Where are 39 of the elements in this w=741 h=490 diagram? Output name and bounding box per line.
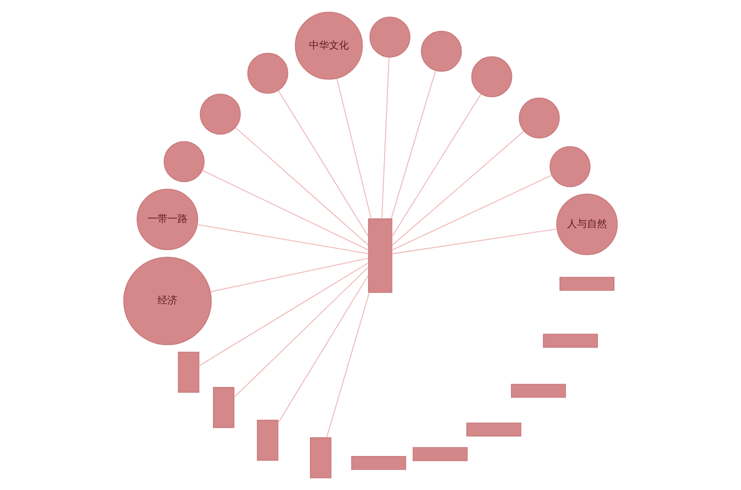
- connector: [391, 228, 558, 254]
- connector: [391, 130, 524, 246]
- connector: [392, 174, 552, 251]
- connector: [235, 127, 369, 246]
- node-circle: [471, 56, 512, 98]
- node-box: [178, 352, 200, 393]
- node-box: [212, 386, 234, 428]
- node-circle: [247, 52, 288, 94]
- node-circle: 人与自然: [556, 194, 618, 256]
- node-circle: [518, 97, 560, 138]
- connector: [210, 258, 369, 292]
- node-box: [351, 456, 406, 470]
- connector: [326, 292, 370, 438]
- node-box: [368, 218, 392, 293]
- node-box: [412, 447, 468, 462]
- node-box: [510, 384, 566, 398]
- node-box: [256, 420, 278, 461]
- node-circle: 一带一路: [136, 188, 198, 250]
- connector: [202, 170, 369, 251]
- node-circle: 经济: [123, 256, 212, 346]
- connector: [234, 266, 369, 398]
- connector: [391, 94, 482, 238]
- node-circle: [550, 146, 591, 188]
- node-circle: [164, 141, 205, 182]
- connector: [336, 78, 372, 220]
- connector: [198, 262, 369, 366]
- node-box: [560, 276, 614, 291]
- connector: [381, 56, 390, 220]
- connector: [278, 90, 369, 237]
- node-circle: 中华文化: [294, 12, 363, 80]
- node-box: [542, 334, 598, 348]
- node-circle: [369, 16, 410, 58]
- connector: [390, 70, 436, 220]
- node-circle: [200, 94, 241, 135]
- node-box: [466, 422, 522, 437]
- node-circle: [420, 30, 462, 72]
- connector: [196, 224, 369, 254]
- connector: [278, 274, 369, 424]
- node-box: [310, 437, 332, 478]
